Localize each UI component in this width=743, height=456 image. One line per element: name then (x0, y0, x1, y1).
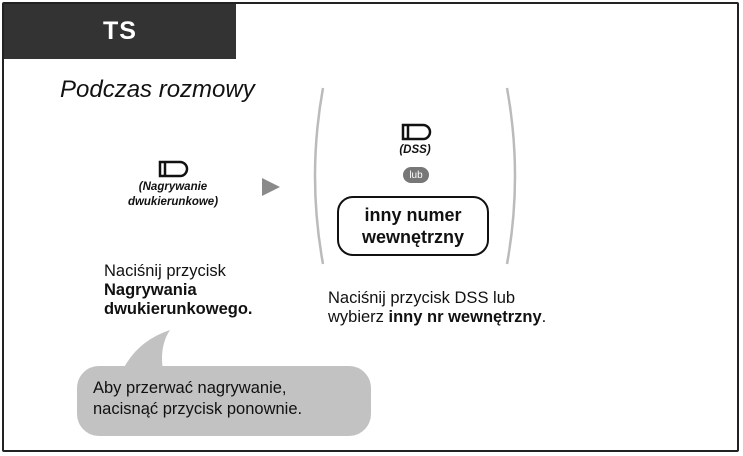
dss-caption: (DSS) (399, 144, 431, 156)
or-badge: lub (403, 167, 429, 183)
tip-line2: nacisnąć przycisk ponownie. (93, 400, 303, 418)
step2-instruction-line1: Naciśnij przycisk DSS lub (328, 289, 516, 307)
header-tab: TS (4, 4, 236, 59)
step2-instruction-prefix: wybierz (328, 308, 389, 326)
bubble-tail (120, 330, 170, 376)
tip-line1: Aby przerwać nagrywanie, (93, 379, 287, 397)
extension-number-box: inny numer wewnętrzny (337, 196, 489, 256)
step2-instruction-bold: inny nr wewnętrzny (388, 308, 542, 326)
tip-bubble: Aby przerwać nagrywanie, nacisnąć przyci… (77, 366, 371, 436)
extension-box-line2: wewnętrzny (361, 227, 465, 247)
step2-instruction-suffix: . (541, 308, 547, 326)
button-caption: (Nagrywanie dwukierunkowe) (110, 180, 236, 210)
extension-box-line1: inny numer (364, 205, 462, 225)
step2-instruction: Naciśnij przycisk DSS lub wybierz inny n… (328, 289, 658, 327)
dss-button-icon (401, 123, 432, 141)
diagram-frame: TS (2, 2, 739, 452)
arrow-right-icon (262, 178, 280, 196)
step1-instruction-bold1: Nagrywania (104, 281, 197, 299)
button-caption-line1: (Nagrywanie (138, 181, 208, 193)
button-icon (158, 160, 189, 178)
step2-instruction-line2: wybierz inny nr wewnętrzny. (328, 308, 658, 327)
right-parenthesis (505, 87, 517, 265)
left-parenthesis (313, 87, 325, 265)
step1-instruction-bold2: dwukierunkowego. (104, 300, 253, 318)
step1-instruction-line1: Naciśnij przycisk (104, 262, 226, 280)
button-caption-line2: dwukierunkowe) (127, 196, 219, 208)
step1-instruction: Naciśnij przycisk Nagrywania dwukierunko… (104, 262, 324, 319)
subtitle: Podczas rozmowy (60, 76, 255, 103)
